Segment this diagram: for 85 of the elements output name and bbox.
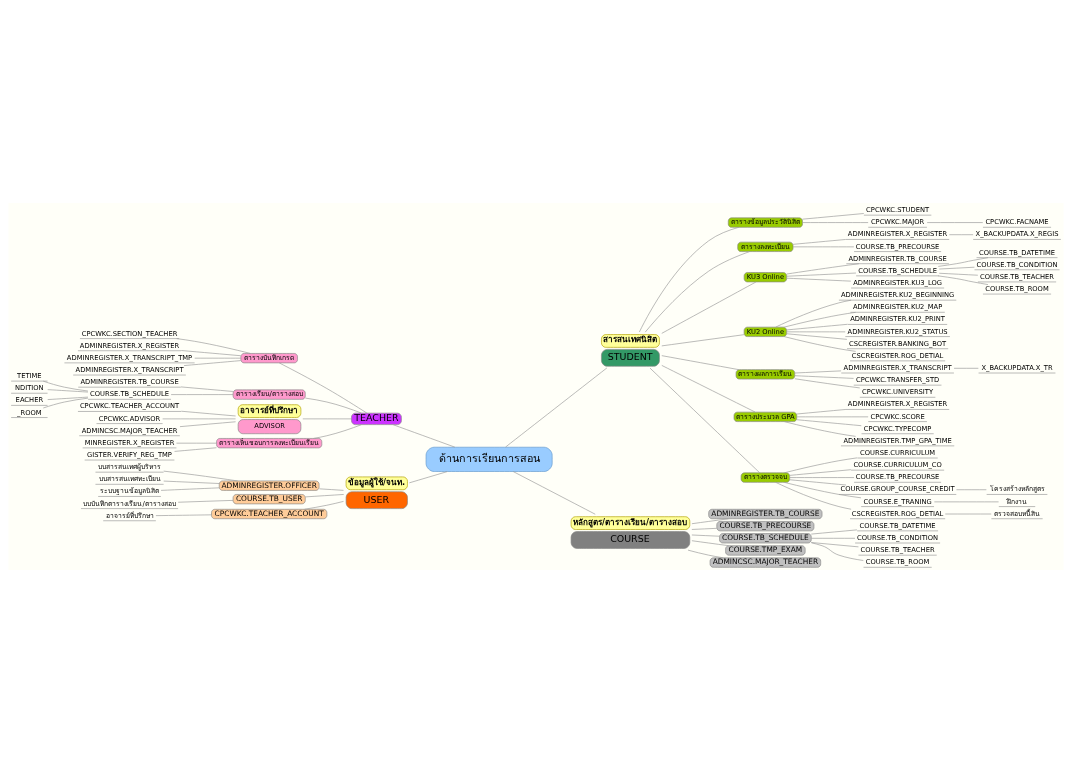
- connector: [783, 420, 856, 437]
- connector: [180, 410, 236, 416]
- connector: [796, 418, 862, 426]
- connector: [313, 423, 362, 439]
- connector: [319, 488, 344, 491]
- connector: [786, 272, 857, 277]
- connector: [794, 377, 861, 388]
- connector: [155, 514, 212, 516]
- connector: [180, 386, 234, 392]
- connector: [789, 476, 855, 478]
- connector: [42, 380, 89, 391]
- connector: [661, 333, 745, 346]
- connector: [691, 517, 729, 524]
- connector: [810, 537, 856, 539]
- connector: [949, 233, 974, 235]
- connector: [937, 275, 989, 285]
- connector: [194, 357, 242, 358]
- connector: [938, 266, 975, 269]
- connector: [179, 420, 236, 427]
- connector: [796, 416, 869, 417]
- connector: [789, 478, 847, 485]
- connector: [661, 281, 757, 334]
- connector: [691, 534, 720, 537]
- connector: [177, 499, 234, 503]
- connector: [170, 393, 234, 395]
- connector: [392, 423, 456, 447]
- connector: [786, 332, 848, 340]
- connector: [796, 408, 847, 414]
- connector: [802, 221, 869, 223]
- connector: [937, 256, 989, 267]
- connector: [305, 397, 362, 413]
- connector: [176, 442, 217, 443]
- connector: [794, 370, 842, 373]
- connector: [810, 529, 858, 534]
- connector: [661, 354, 740, 370]
- connector: [775, 481, 852, 510]
- connector: [783, 481, 862, 498]
- connector: [661, 364, 756, 412]
- node-box: TEACHER: [351, 412, 402, 425]
- connector: [505, 367, 608, 447]
- connector: [953, 367, 979, 369]
- connector: [934, 501, 999, 502]
- connector: [160, 487, 220, 491]
- connector: [786, 323, 849, 330]
- connector: [174, 446, 217, 452]
- connector: [792, 238, 847, 245]
- connector: [783, 457, 858, 473]
- connector: [938, 272, 979, 276]
- connector: [691, 539, 729, 546]
- connector: [639, 226, 740, 332]
- connector: [802, 212, 865, 219]
- connector: [649, 367, 761, 473]
- connector: [512, 470, 596, 515]
- connector: [163, 480, 220, 484]
- connector: [644, 250, 750, 332]
- connector: [792, 246, 855, 247]
- connector: [302, 418, 352, 419]
- connector: [956, 488, 987, 490]
- connector: [409, 470, 448, 483]
- connector: [278, 362, 368, 413]
- connector: [47, 396, 89, 400]
- connector: [42, 397, 89, 408]
- connector: [687, 549, 724, 558]
- connector: [926, 221, 984, 223]
- connector: [810, 541, 859, 547]
- connector: [183, 359, 241, 366]
- connector: [786, 262, 860, 274]
- connector: [783, 335, 856, 352]
- connector: [180, 349, 241, 356]
- connector: [305, 493, 345, 497]
- connector: [794, 374, 854, 379]
- connector: [789, 468, 852, 476]
- connector: [691, 527, 718, 530]
- connector: [163, 470, 238, 481]
- connector: [786, 331, 846, 332]
- connector: [47, 388, 89, 392]
- connector: [176, 337, 251, 354]
- connector: [162, 418, 236, 419]
- connector: [783, 311, 856, 327]
- connector: [944, 513, 992, 514]
- connector: [775, 299, 852, 327]
- connector: [811, 541, 864, 561]
- connector: [304, 500, 344, 510]
- node-box: ด้านการเรียนการสอน: [425, 446, 553, 472]
- connector: [786, 277, 852, 281]
